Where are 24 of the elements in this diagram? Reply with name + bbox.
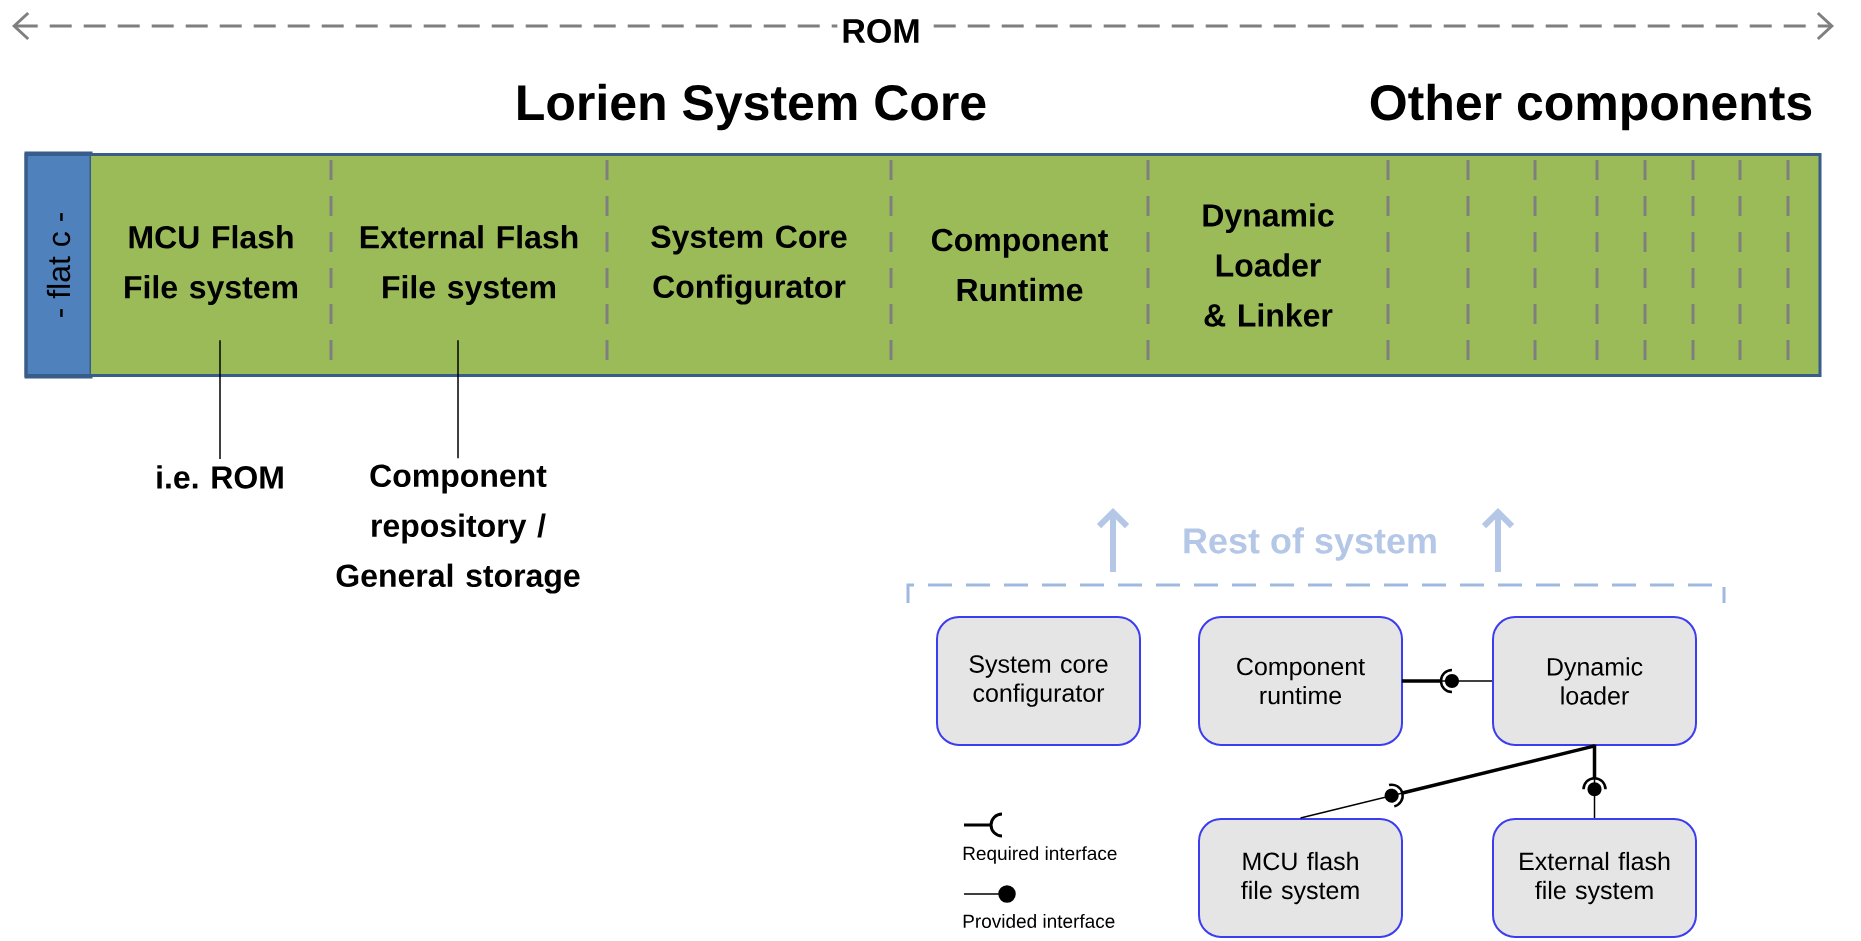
segment-box: Dynamic Loader & Linker — [1148, 156, 1388, 374]
callout-text: Component repository / General storage — [336, 464, 580, 594]
legend-text: Required interface — [963, 846, 1117, 864]
interface-connector — [1299, 744, 1596, 819]
component-box: Component runtime — [1198, 616, 1403, 746]
leader-line — [457, 339, 459, 459]
component-box: External flash file system — [1492, 818, 1697, 938]
segment-box: Component Runtime — [891, 156, 1148, 374]
component-box: System core configurator — [936, 616, 1141, 746]
component-box: MCU flash file system — [1198, 818, 1403, 938]
interface-connector — [1401, 668, 1493, 694]
legend-text: Provided interface — [963, 914, 1115, 928]
heading: Lorien System Core — [518, 83, 986, 131]
rom-label: ROM — [837, 14, 925, 48]
segment-box: System Core Configurator — [607, 156, 891, 374]
interface-connector — [1582, 744, 1607, 819]
leader-line — [219, 339, 221, 460]
segment-box: External Flash File system — [331, 156, 607, 374]
heading: Other components — [1370, 83, 1812, 131]
callout-text: i.e. ROM — [157, 465, 283, 489]
component-box: Dynamic loader — [1492, 616, 1697, 746]
side-box: - flat c - — [24, 151, 93, 379]
area-label: Rest of system — [1184, 527, 1436, 561]
segment-box: MCU Flash File system — [91, 156, 331, 374]
